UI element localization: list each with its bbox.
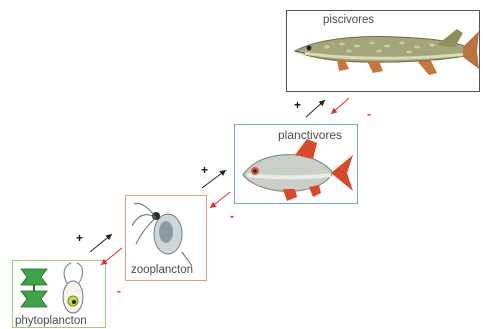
minus-sign-planc-zoo: - xyxy=(230,210,234,222)
zooplancton-label: zooplancton xyxy=(131,264,193,276)
minus-sign-pisc-planc: - xyxy=(367,108,371,120)
plus-sign-phyto-zoo: + xyxy=(76,232,83,244)
phytoplancton-label: phytoplancton xyxy=(15,315,87,327)
planctivores-label: planctivores xyxy=(278,128,342,142)
arrow-down-zoo-phyto xyxy=(101,248,122,265)
arrow-down-pisc-planc xyxy=(331,98,349,114)
minus-sign-zoo-phyto: - xyxy=(117,285,121,297)
piscivores-label: piscivores xyxy=(323,14,374,26)
arrow-up-planc-pisc xyxy=(306,100,325,117)
plus-sign-zoo-planc: + xyxy=(201,164,208,176)
arrow-up-phyto-zoo xyxy=(90,234,112,252)
plus-sign-planc-pisc: + xyxy=(294,99,301,111)
arrow-down-planc-zoo xyxy=(210,192,230,208)
